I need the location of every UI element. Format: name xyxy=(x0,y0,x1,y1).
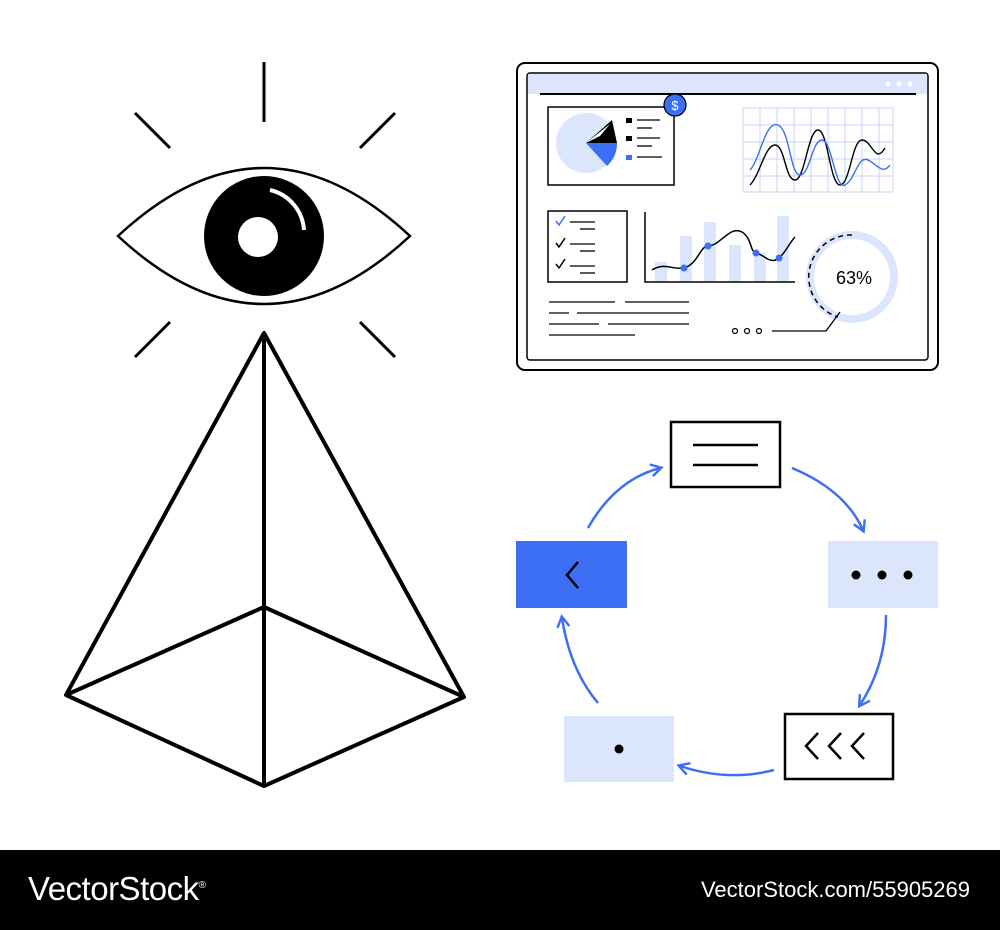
dashboard-icon: $ xyxy=(516,62,939,371)
checklist-icon xyxy=(547,210,628,283)
line-chart-icon xyxy=(742,107,894,193)
bar-chart-icon xyxy=(644,212,796,283)
illustration: $ xyxy=(64,62,939,788)
menu-card-icon xyxy=(669,420,782,489)
more-dots-card-icon xyxy=(828,541,938,608)
triple-chevron-card-icon xyxy=(783,712,895,781)
dot-card-icon xyxy=(564,716,674,782)
currency-badge: $ xyxy=(663,93,687,117)
text-lines xyxy=(549,301,689,336)
gauge-icon: 63% xyxy=(731,231,898,335)
cycle-diagram xyxy=(516,420,938,782)
pie-chart-icon xyxy=(547,106,675,186)
gauge-percent-label: 63% xyxy=(836,268,872,288)
currency-badge-symbol: $ xyxy=(671,98,679,113)
stock-footer: VectorStock® VectorStock.com/55905269 xyxy=(0,850,1000,930)
stock-id: VectorStock.com/55905269 xyxy=(700,877,970,902)
chevron-left-card-icon xyxy=(516,541,627,608)
brand-registered-mark: ® xyxy=(198,880,206,891)
eye-icon xyxy=(116,62,412,359)
brand-name: VectorStock xyxy=(28,870,199,907)
brand-logo: VectorStock® xyxy=(28,870,206,908)
cycle-arrow-icon xyxy=(556,463,888,777)
pyramid-icon xyxy=(64,331,466,788)
